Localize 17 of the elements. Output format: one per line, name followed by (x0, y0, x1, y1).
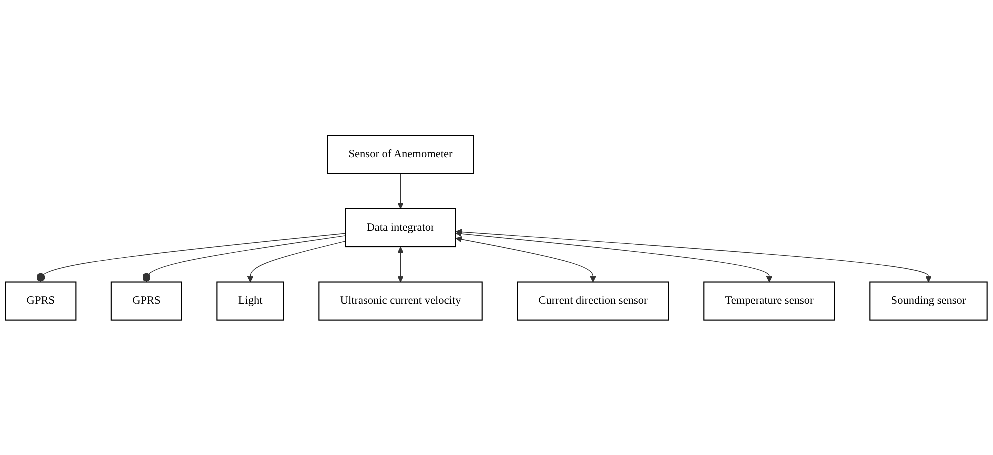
arrow (247, 240, 346, 282)
arrow (456, 230, 773, 282)
node-box: Data integrator (345, 208, 456, 248)
node-box: Current direction sensor (517, 281, 670, 320)
node-box: Light (216, 281, 284, 320)
arrow (456, 236, 596, 282)
node-box: Sounding sensor (870, 281, 988, 320)
arrow (398, 172, 404, 209)
node-box: Ultrasonic current velocity (318, 281, 483, 320)
node-box: Sensor of Anemometer (327, 134, 474, 174)
node-box: GPRS (110, 281, 182, 320)
node-box: Temperature sensor (704, 281, 836, 320)
connector (36, 232, 346, 282)
arrow (398, 246, 404, 282)
arrow (456, 228, 932, 282)
connector (142, 235, 346, 282)
node-box: GPRS (5, 281, 77, 320)
